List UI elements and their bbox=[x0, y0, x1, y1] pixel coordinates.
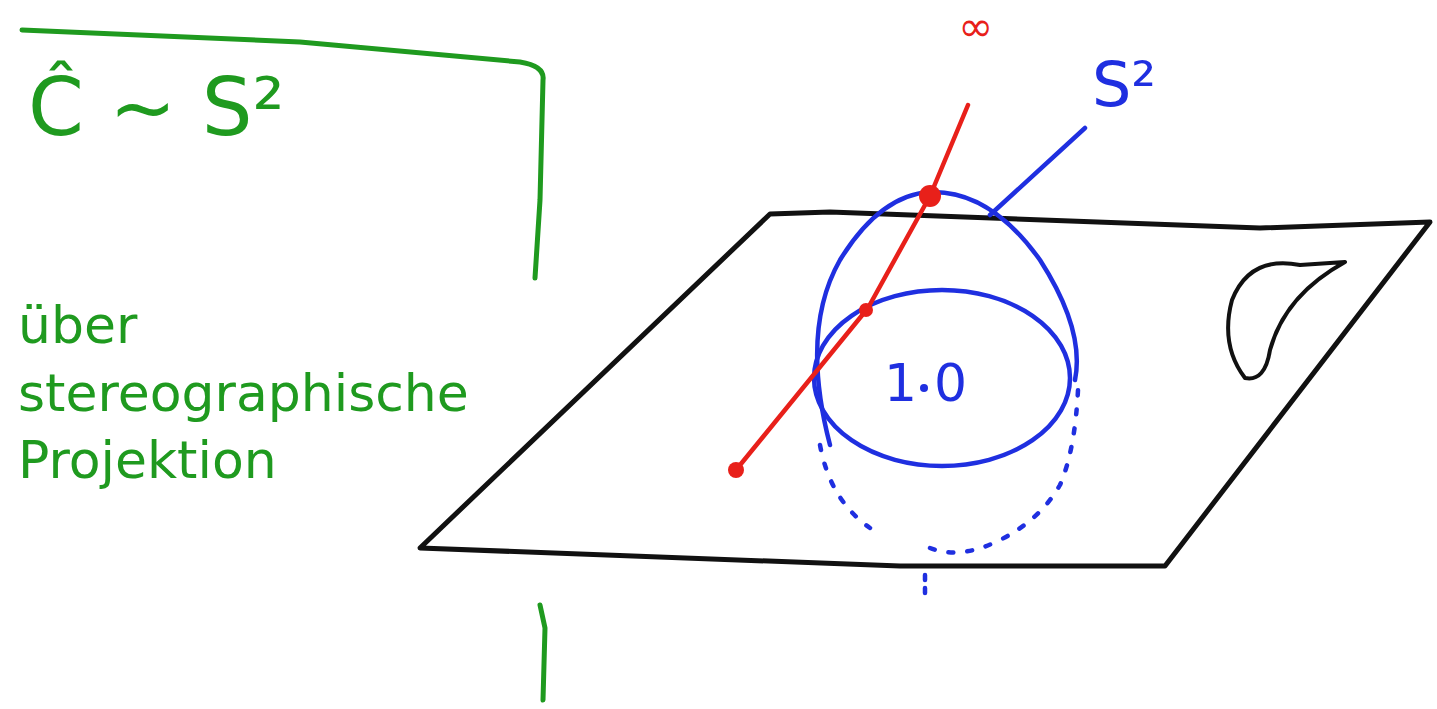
complex-plane bbox=[420, 212, 1430, 566]
origin-label: 0 bbox=[934, 352, 967, 414]
unit-radius-label: 1 bbox=[884, 352, 917, 414]
projection-note: über stereographische Projektion bbox=[18, 292, 548, 495]
sphere-leader-line bbox=[990, 128, 1085, 215]
north-pole bbox=[919, 185, 941, 207]
plane-point bbox=[728, 462, 744, 478]
green-bracket-tail bbox=[540, 605, 545, 700]
sphere-hidden-part bbox=[923, 575, 928, 595]
projection-ray bbox=[736, 105, 968, 470]
unit-circle bbox=[814, 290, 1070, 466]
sphere-point bbox=[859, 303, 873, 317]
page-curl-symbol bbox=[1228, 262, 1345, 378]
green-bracket bbox=[22, 30, 543, 278]
sphere-label: S² bbox=[1092, 48, 1156, 122]
infinity-label: ∞ bbox=[958, 2, 993, 52]
origin-dot bbox=[920, 384, 928, 392]
sphere-equivalence: Ĉ ~ S² bbox=[28, 60, 285, 156]
sphere-hidden-part bbox=[820, 390, 1078, 553]
